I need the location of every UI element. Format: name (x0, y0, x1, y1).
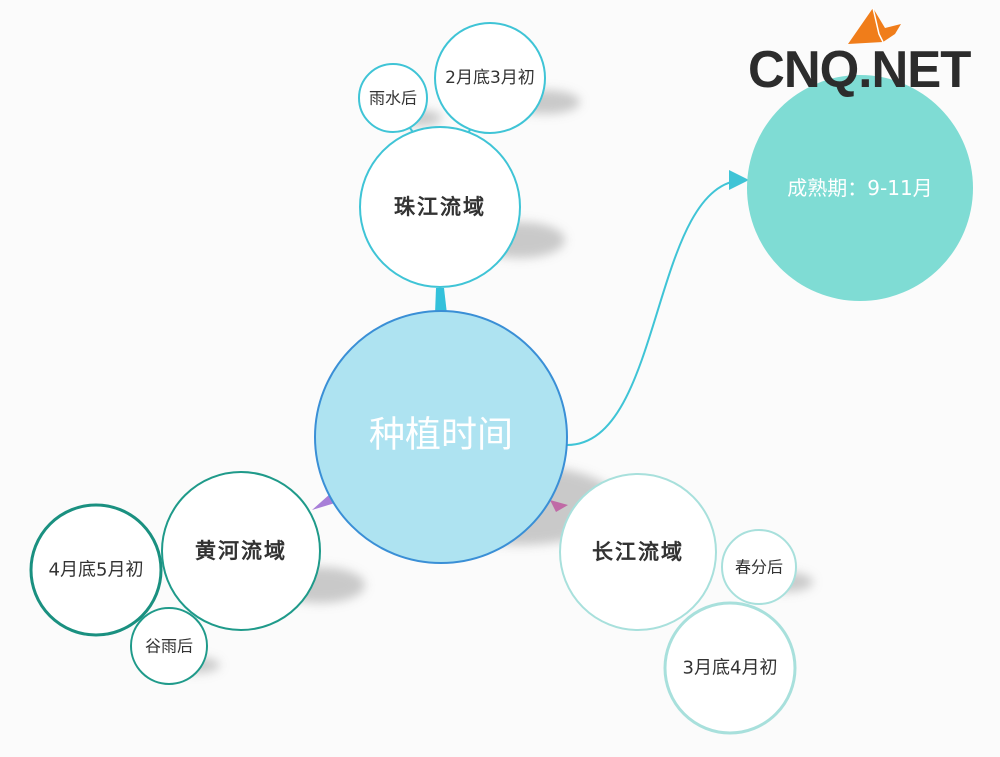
node-label: 长江流域 (592, 540, 684, 564)
node-label: 2月底3月初 (445, 68, 535, 88)
node-mature-period[interactable]: 成熟期：9-11月 (747, 75, 973, 301)
connector-pearl (435, 288, 447, 314)
node-label: 4月底5月初 (49, 560, 144, 581)
arrow-to-mature (566, 170, 749, 446)
node-label: 雨水后 (369, 89, 417, 108)
connector-yangtze (550, 500, 568, 512)
node-root[interactable]: 种植时间 (314, 310, 568, 564)
node-label: 珠江流域 (394, 195, 486, 219)
node-yellow-river[interactable]: 黄河流域 (161, 471, 321, 631)
cnq-logo: CNQ.NET (748, 6, 1000, 99)
node-pearl-feb[interactable]: 2月底3月初 (434, 22, 546, 134)
node-label: 谷雨后 (145, 637, 193, 656)
node-label: 种植时间 (369, 415, 513, 456)
node-label: 成熟期：9-11月 (787, 176, 932, 200)
node-yellow-grain-rain[interactable]: 谷雨后 (130, 607, 208, 685)
node-yellow-apr[interactable]: 4月底5月初 (29, 503, 163, 637)
logo-text: CNQ.NET (748, 41, 971, 99)
node-label: 黄河流域 (195, 539, 287, 563)
node-pearl-river[interactable]: 珠江流域 (359, 126, 521, 288)
node-yangtze-mar[interactable]: 3月底4月初 (663, 601, 797, 735)
connector-yellow (312, 494, 335, 510)
origami-bird-icon (848, 7, 901, 44)
node-yangtze-river[interactable]: 长江流域 (559, 473, 717, 631)
node-label: 春分后 (735, 558, 783, 577)
node-yangtze-equinox[interactable]: 春分后 (721, 529, 797, 605)
node-label: 3月底4月初 (683, 658, 778, 679)
node-pearl-rain[interactable]: 雨水后 (358, 63, 428, 133)
